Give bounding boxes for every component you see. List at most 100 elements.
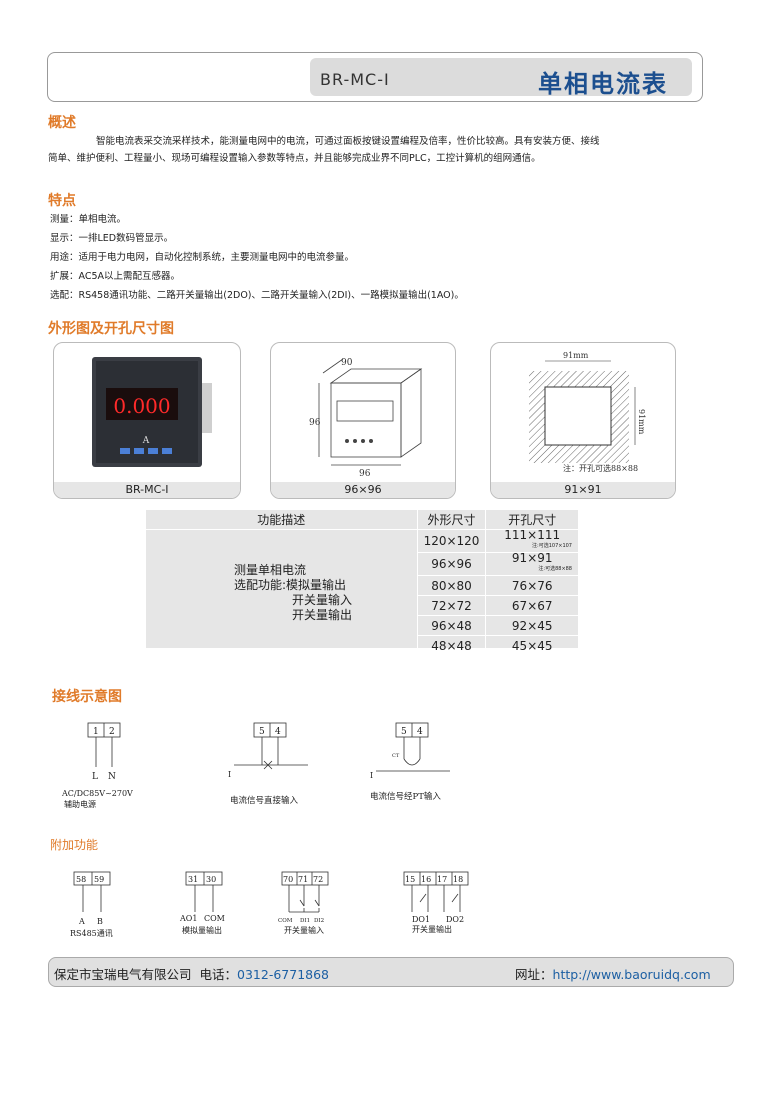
svg-text:I: I [370, 771, 373, 780]
svg-text:70: 70 [283, 875, 293, 884]
outer-size: 80×80 [416, 575, 487, 596]
svg-text:16: 16 [421, 875, 431, 884]
feature-item: 选配：RS458通讯功能、二路开关量输出(2DO)、二路开关量输入(2DI)、一… [50, 290, 464, 301]
outer-size: 96×96 [416, 552, 487, 576]
wiring-heading: 接线示意图 [52, 689, 122, 705]
pt-input-diagram: CT 5 4 I 电流信号经PT输入 [370, 722, 450, 802]
table-header: 开孔尺寸 [485, 509, 579, 530]
outline-height-label: 96 [309, 418, 321, 428]
feature-item: 测量：单相电流。 [50, 214, 127, 225]
outer-size: 120×120 [416, 529, 487, 553]
meter-display-value: 0.000 [113, 394, 170, 418]
meter-photo: 0.000 A [92, 357, 212, 467]
overview-line-2: 简单、维护便利、工程量小、现场可编程设置输入参数等特点，并且能够完成业界不同PL… [48, 153, 541, 164]
svg-text:RS485通讯: RS485通讯 [70, 928, 113, 938]
svg-text:DO2: DO2 [446, 915, 464, 924]
page-title: 单相电流表 [538, 70, 668, 98]
svg-text:电流信号直接输入: 电流信号直接输入 [230, 795, 299, 806]
feature-item: 显示：一排LED数码管显示。 [50, 233, 174, 244]
svg-text:58: 58 [76, 875, 86, 884]
cutout-drawing-card: 91mm 91mm 注：开孔可选88×88 91×91 [490, 342, 676, 499]
cutout-size: 45×45 [485, 635, 579, 656]
cutout-size: 67×67 [485, 595, 579, 616]
svg-text:L: L [92, 772, 98, 782]
svg-text:4: 4 [417, 727, 423, 737]
cutout-size: 76×76 [485, 575, 579, 596]
table-row: 96×48 92×45 [146, 615, 579, 636]
svg-text:COM: COM [278, 918, 293, 924]
spec-table: 功能描述 外形尺寸 开孔尺寸 测量单相电流 选配功能:模拟量输出 开关量输入 开… [145, 509, 579, 656]
card-caption: BR-MC-I [54, 482, 240, 498]
footer-web: 网址：http://www.baoruidq.com [515, 964, 711, 983]
digital-output-diagram: 15 16 17 18 DO1 DO2 开关量输出 [403, 871, 469, 934]
rs485-diagram: 58 59 A B RS485通讯 [70, 871, 113, 938]
feature-item: 扩展：AC5A以上需配互感器。 [50, 271, 181, 282]
features-list: 测量：单相电流。 显示：一排LED数码管显示。 用途：适用于电力电网，自动化控制… [50, 210, 464, 305]
company-name: 保定市宝瑞电气有限公司 [54, 967, 192, 982]
card-caption: 91×91 [491, 482, 675, 498]
cutout-height-label: 91mm [637, 409, 646, 435]
svg-text:4: 4 [275, 727, 281, 737]
feature-item: 用途：适用于电力电网，自动化控制系统，主要测量电网中的电流参量。 [50, 252, 355, 263]
svg-text:2: 2 [109, 727, 115, 737]
aux-power-diagram: 1 2 L N AC/DC85V~270V 辅助电源 [61, 722, 133, 809]
outline-drawing-card: 90 96 96 96×96 [270, 342, 456, 499]
table-header: 功能描述 [145, 509, 418, 530]
footer-bar [48, 957, 734, 987]
function-description: 测量单相电流 选配功能:模拟量输出 开关量输入 开关量输出 [145, 529, 418, 656]
svg-text:AC/DC85V~270V: AC/DC85V~270V [61, 789, 133, 798]
extra-heading: 附加功能 [50, 838, 99, 852]
svg-text:开关量输出: 开关量输出 [412, 924, 452, 934]
svg-text:5: 5 [259, 727, 265, 737]
digital-input-diagram: 70 71 72 COM DI1 DI2 开关量输入 [278, 871, 329, 935]
svg-text:18: 18 [453, 875, 463, 884]
overview-heading: 概述 [48, 115, 76, 131]
features-heading: 特点 [48, 193, 76, 209]
model-name: BR-MC-I [320, 70, 390, 89]
cutout-size: 92×45 [485, 615, 579, 636]
svg-text:1: 1 [93, 727, 99, 737]
card-caption: 96×96 [271, 482, 455, 498]
meter-unit: A [142, 436, 150, 446]
svg-text:电流信号经PT输入: 电流信号经PT输入 [370, 791, 441, 802]
cutout-note: 注：开孔可选88×88 [563, 463, 638, 473]
svg-text:15: 15 [405, 875, 415, 884]
svg-text:DO1: DO1 [412, 915, 430, 924]
tel-number: 0312-6771868 [237, 967, 330, 982]
tel-label: 电话： [199, 967, 238, 982]
outer-size: 96×48 [416, 615, 487, 636]
svg-text:开关量输入: 开关量输入 [284, 925, 324, 935]
cutout-drawing: 91mm 91mm 注：开孔可选88×88 [529, 351, 646, 473]
table-header-row: 功能描述 外形尺寸 开孔尺寸 [145, 509, 579, 530]
header-bar [310, 58, 692, 96]
svg-text:31: 31 [188, 875, 198, 884]
direct-input-diagram: 5 4 I 电流信号直接输入 [228, 722, 308, 806]
analog-output-diagram: 31 30 AO1 COM 模拟量输出 [179, 871, 225, 935]
svg-text:A: A [78, 917, 85, 926]
svg-text:CT: CT [392, 753, 400, 759]
svg-text:17: 17 [437, 875, 447, 884]
outer-size: 48×48 [416, 635, 487, 656]
outline-width-label: 90 [341, 358, 353, 368]
svg-text:30: 30 [206, 875, 216, 884]
table-row: 80×80 76×76 [146, 575, 579, 596]
table-row: 48×48 45×45 [146, 635, 579, 656]
dimensions-heading: 外形图及开孔尺寸图 [48, 321, 174, 337]
outline-bottom-label: 96 [359, 469, 371, 479]
svg-text:I: I [228, 770, 231, 779]
svg-text:N: N [108, 772, 116, 782]
svg-text:COM: COM [204, 914, 225, 923]
website-link[interactable]: http://www.baoruidq.com [552, 967, 711, 982]
svg-text:DI2: DI2 [314, 918, 324, 924]
svg-text:5: 5 [401, 727, 407, 737]
product-photo-card: 0.000 A BR-MC-I [53, 342, 241, 499]
svg-text:DI1: DI1 [300, 918, 310, 924]
overview-line-1: 智能电流表采交流采样技术，能测量电网中的电流，可通过面板按键设置编程及倍率，性价… [96, 136, 600, 147]
svg-text:模拟量输出: 模拟量输出 [182, 925, 222, 935]
svg-text:辅助电源: 辅助电源 [64, 799, 96, 809]
svg-text:59: 59 [94, 875, 104, 884]
table-row: 测量单相电流 选配功能:模拟量输出 开关量输入 开关量输出 120×120 11… [145, 529, 579, 656]
svg-text:AO1: AO1 [179, 914, 197, 923]
